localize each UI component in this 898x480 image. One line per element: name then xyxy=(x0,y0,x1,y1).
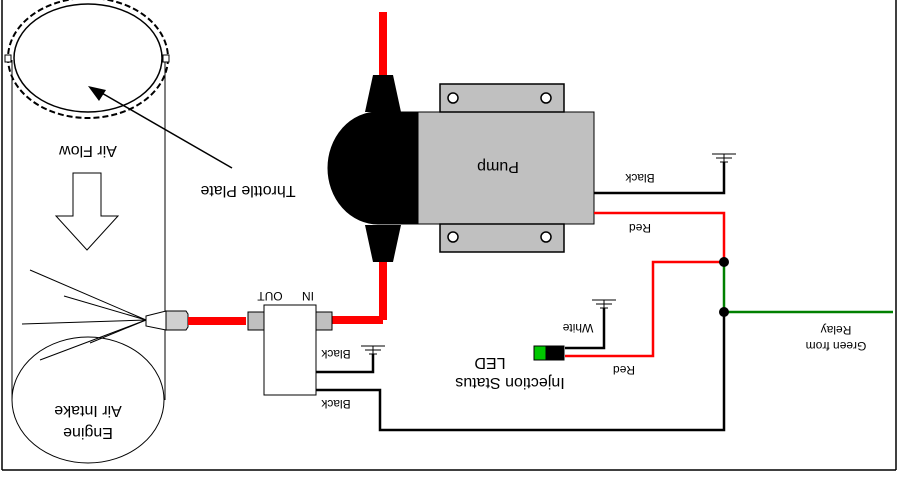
injector-black-wire xyxy=(316,354,375,374)
injector-nozzle xyxy=(145,310,189,331)
junction-dot-upper xyxy=(719,257,729,267)
label-air-intake: Air Intake xyxy=(54,402,122,419)
wiring xyxy=(316,162,893,432)
label-out: OUT xyxy=(257,289,283,303)
label-green-1: Green from xyxy=(806,339,867,353)
label-black-injector: Black xyxy=(320,347,350,361)
engine-air-intake-ellipse xyxy=(11,336,165,464)
label-led-title-1: Injection Status xyxy=(455,374,564,391)
label-air-flow: Air Flow xyxy=(59,142,117,159)
throttle-plate-arrow xyxy=(88,86,233,169)
injection-status-led xyxy=(533,345,565,361)
fuel-pump xyxy=(327,83,595,253)
label-red-pump: Red xyxy=(629,221,651,235)
pump-red-wire xyxy=(594,211,726,262)
fuel-lines xyxy=(188,12,387,325)
labels: Throttle Plate Air Flow Engine Air Intak… xyxy=(54,142,866,441)
label-red-led: Red xyxy=(613,363,635,377)
pump-outlet-fitting xyxy=(365,75,401,112)
injector-block xyxy=(247,304,333,396)
bottom-black-wire xyxy=(316,312,726,432)
led-red-wire xyxy=(565,260,724,358)
junction-dot-lower xyxy=(719,307,729,317)
led-white-wire xyxy=(565,308,606,350)
label-engine: Engine xyxy=(63,424,113,441)
air-flow-arrow xyxy=(54,172,120,251)
label-led-title-2: LED xyxy=(474,354,505,371)
pump-inlet-fitting xyxy=(365,225,401,262)
throttle-plate xyxy=(4,0,170,119)
ground-symbol-injector xyxy=(361,345,385,355)
ground-symbol-led xyxy=(592,299,616,309)
injector-spray xyxy=(21,269,147,361)
label-throttle-plate: Throttle Plate xyxy=(200,182,295,199)
label-in: IN xyxy=(302,289,314,303)
ground-symbol-pump xyxy=(712,153,736,163)
label-green-2: Relay xyxy=(821,323,852,337)
label-white: White xyxy=(562,321,593,335)
label-black-bottom: Black xyxy=(320,397,350,411)
label-pump: Pump xyxy=(477,158,519,175)
label-black-pump: Black xyxy=(624,171,654,185)
pump-black-wire xyxy=(594,162,726,195)
air-intake-tube xyxy=(11,60,166,464)
